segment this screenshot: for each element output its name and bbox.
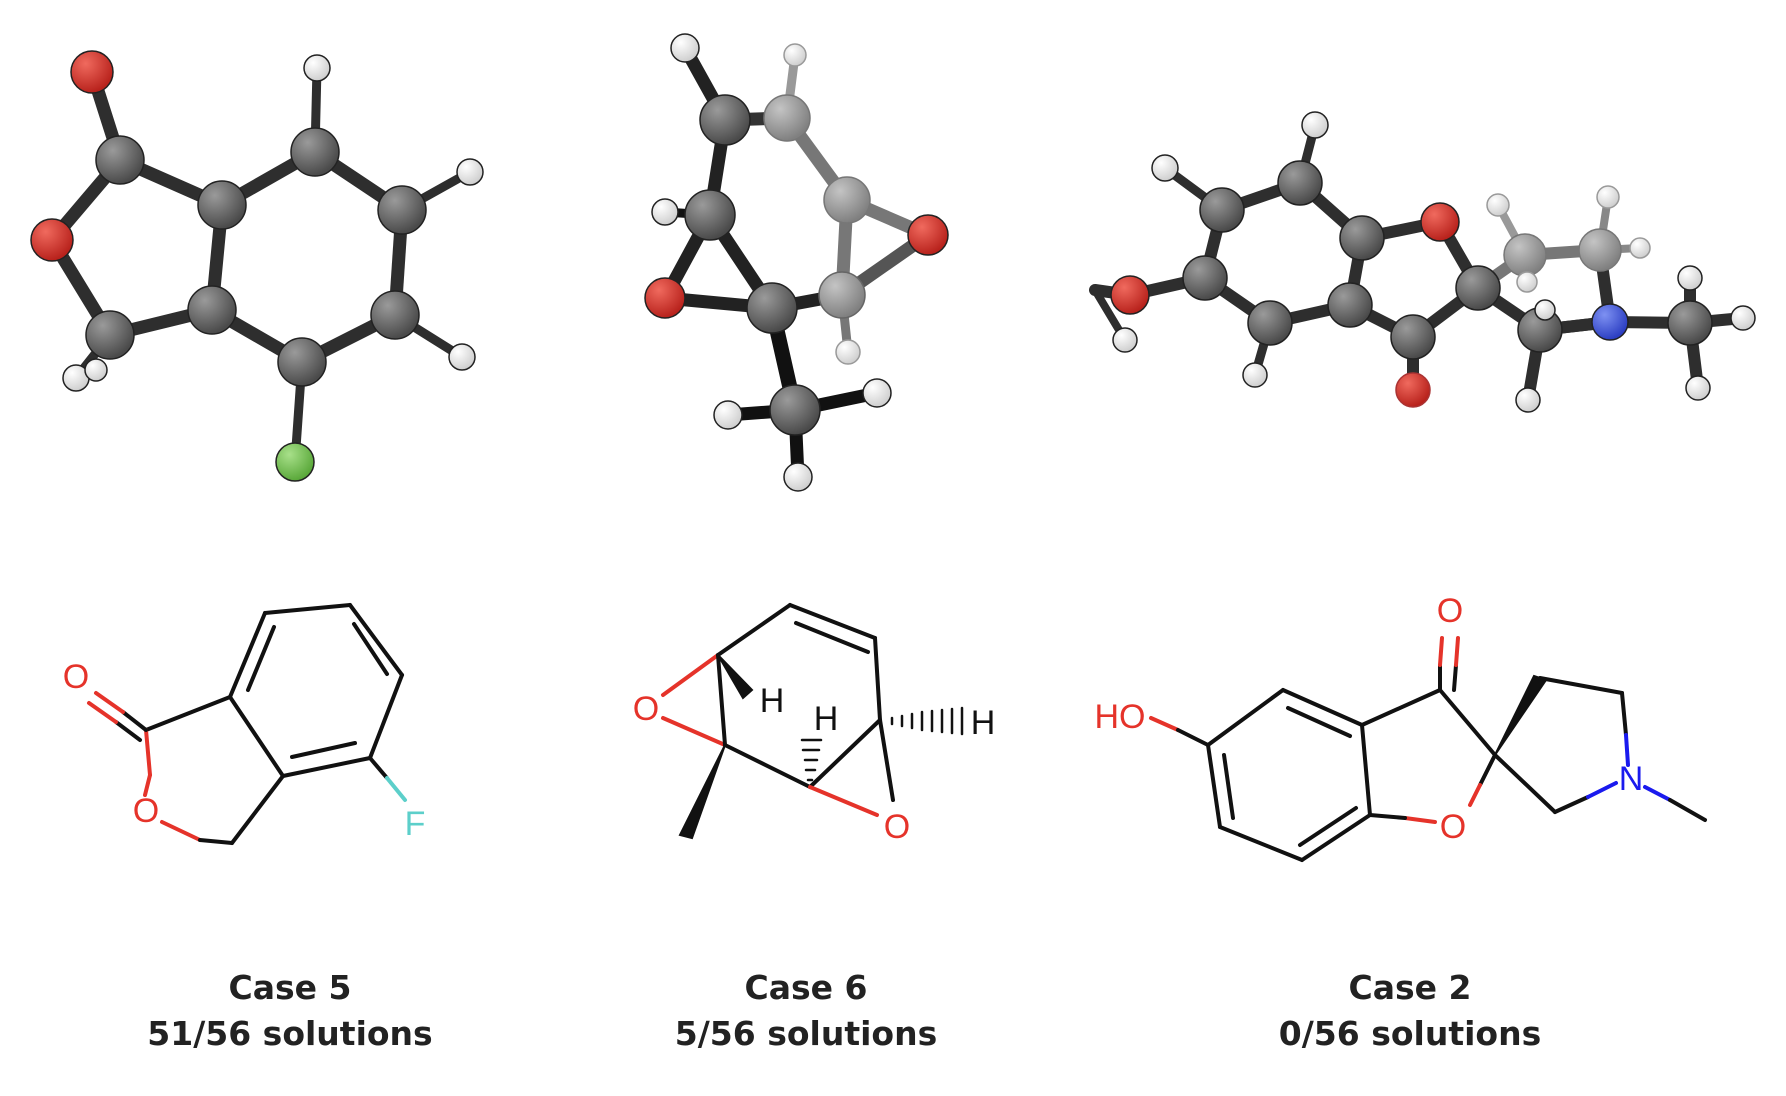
- case2-hydroxyl-label: HO: [1095, 698, 1146, 736]
- case2-nitrogen-label: N: [1619, 760, 1644, 798]
- case5-3d-bonds: [45, 63, 475, 467]
- case2-ring-oxygen-label: O: [1440, 808, 1466, 846]
- case2-3d-atoms: [1110, 111, 1756, 413]
- case6-label: Case 6: [744, 968, 868, 1007]
- case6-3d-model: [644, 33, 949, 492]
- case5-label: Case 5: [228, 968, 352, 1007]
- case5-fluorine-label: F: [405, 805, 426, 843]
- case5-3d-model: [30, 50, 484, 482]
- case5-carbonyl-oxygen-label: O: [63, 658, 89, 696]
- case5-solutions: 51/56 solutions: [147, 1014, 433, 1053]
- case2-caption: Case 2 0/56 solutions: [1160, 965, 1660, 1057]
- case2-carbonyl-oxygen-label: O: [1437, 592, 1463, 630]
- case2-2d-structure: HO O O N: [1095, 592, 1707, 862]
- case5-caption: Case 5 51/56 solutions: [40, 965, 540, 1057]
- case6-hydrogen-left: H: [760, 682, 785, 720]
- case6-epoxide-oxygen-right: O: [884, 808, 910, 846]
- case2-label: Case 2: [1348, 968, 1472, 1007]
- case6-3d-atoms: [644, 33, 949, 492]
- case6-caption: Case 6 5/56 solutions: [556, 965, 1056, 1057]
- case5-ring-oxygen-label: O: [133, 792, 159, 830]
- case6-hydrogen-center: H: [814, 700, 839, 738]
- case6-epoxide-oxygen-left: O: [633, 690, 659, 728]
- case2-3d-model: [1089, 111, 1756, 413]
- case5-3d-atoms: [30, 50, 484, 482]
- case5-2d-structure: O O F: [63, 603, 426, 845]
- case6-2d-structure: O O H H H: [633, 603, 996, 846]
- case2-solutions: 0/56 solutions: [1278, 1014, 1542, 1053]
- case6-solutions: 5/56 solutions: [674, 1014, 938, 1053]
- case6-hydrogen-right: H: [971, 704, 996, 742]
